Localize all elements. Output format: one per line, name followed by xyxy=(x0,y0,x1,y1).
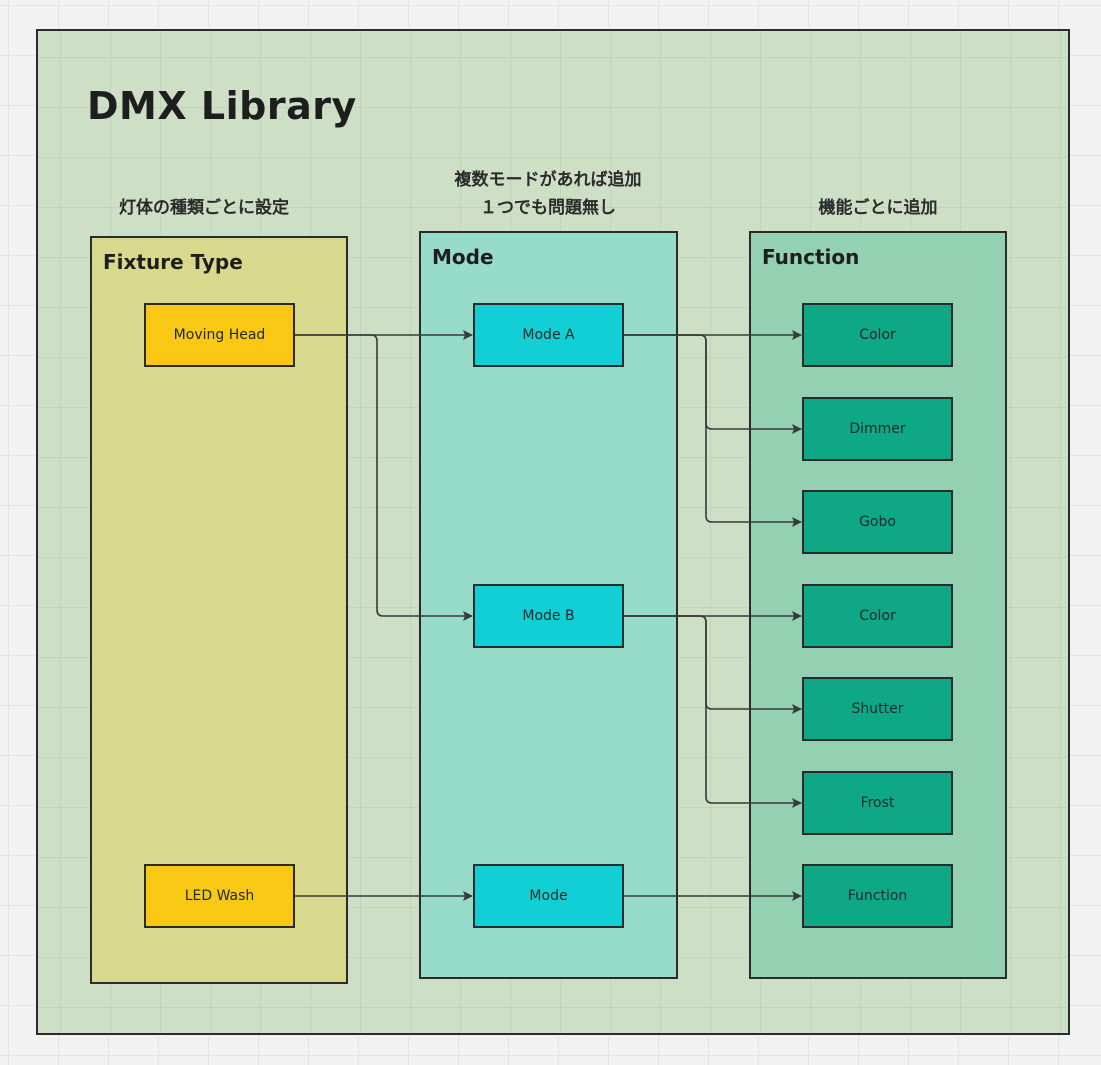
function-node-color[interactable]: Color xyxy=(802,303,953,367)
note-function-text: 機能ごとに追加 xyxy=(818,198,938,218)
mode-label: Mode xyxy=(432,245,494,269)
note-fixture: 灯体の種類ごとに設定 xyxy=(119,194,289,222)
note-mode-line1: 複数モードがあれば追加 xyxy=(454,170,642,190)
function-node-dimmer[interactable]: Dimmer xyxy=(802,397,953,461)
node-label: Shutter xyxy=(851,701,904,717)
function-node-function[interactable]: Function xyxy=(802,864,953,928)
node-label: Mode xyxy=(529,888,568,904)
function-label: Function xyxy=(762,245,860,269)
function-node-frost[interactable]: Frost xyxy=(802,771,953,835)
note-mode: 複数モードがあれば追加 １つでも問題無し xyxy=(420,166,676,222)
fixture-node-moving-head[interactable]: Moving Head xyxy=(144,303,295,367)
fixture-type-label: Fixture Type xyxy=(103,250,243,274)
node-label: Color xyxy=(859,608,896,624)
node-label: Mode A xyxy=(522,327,575,343)
mode-node-mode-a[interactable]: Mode A xyxy=(473,303,624,367)
function-node-gobo[interactable]: Gobo xyxy=(802,490,953,554)
node-label: Gobo xyxy=(859,514,896,530)
node-label: Color xyxy=(859,327,896,343)
note-fixture-text: 灯体の種類ごとに設定 xyxy=(119,198,289,218)
mode-node-mode-b[interactable]: Mode B xyxy=(473,584,624,648)
fixture-node-led-wash[interactable]: LED Wash xyxy=(144,864,295,928)
node-label: LED Wash xyxy=(184,888,255,904)
mode-node-mode[interactable]: Mode xyxy=(473,864,624,928)
diagram-title: DMX Library xyxy=(87,84,357,128)
node-label: Dimmer xyxy=(849,421,906,437)
function-node-shutter[interactable]: Shutter xyxy=(802,677,953,741)
note-function: 機能ごとに追加 xyxy=(750,194,1006,222)
node-label: Frost xyxy=(860,795,895,811)
note-mode-line2: １つでも問題無し xyxy=(480,198,616,218)
function-node-color[interactable]: Color xyxy=(802,584,953,648)
node-label: Mode B xyxy=(522,608,575,624)
node-label: Moving Head xyxy=(173,327,266,343)
node-label: Function xyxy=(847,888,908,904)
